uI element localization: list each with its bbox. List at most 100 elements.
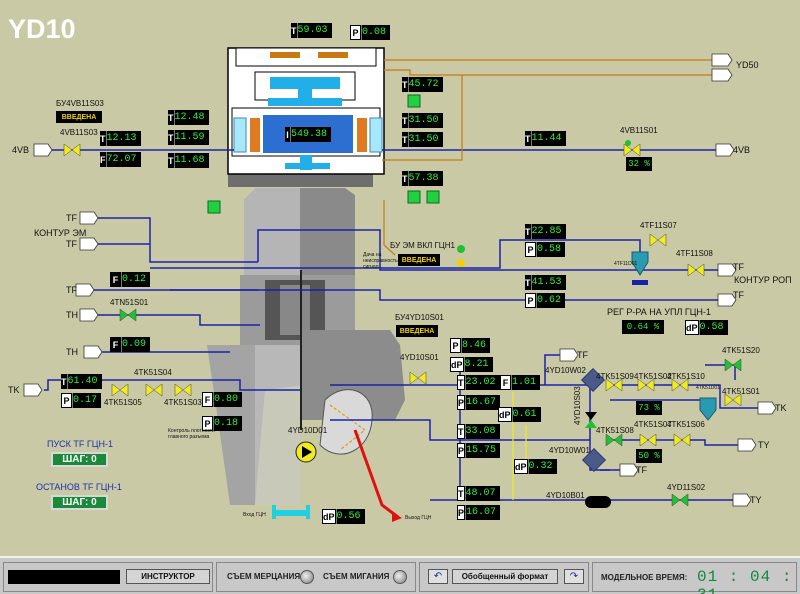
conn-4vb-in	[33, 143, 53, 157]
conn-tf-bottom	[619, 463, 639, 477]
motor-top-brown-r	[318, 52, 348, 58]
label-tf1: TF	[66, 213, 77, 223]
stop-step-button[interactable]: ШАГ: 0	[51, 495, 108, 510]
instructor-button[interactable]: ИНСТРУКТОР	[126, 569, 210, 584]
nav-forward-button[interactable]: ↷	[564, 569, 584, 584]
pipe-tk-in	[44, 379, 300, 391]
conn-ty-right	[737, 438, 757, 452]
value-4vb11s01-pct: 32 %	[626, 157, 652, 171]
valve-4yd10s03-t	[585, 412, 597, 420]
format-button[interactable]: Обобщенный формат	[452, 569, 558, 584]
pipe-orange-down	[382, 75, 463, 161]
pump-column-light	[244, 188, 300, 280]
valve-4tk51s08-l	[605, 433, 615, 447]
label-pump-outlet: Выход ГЦН	[405, 515, 432, 521]
label-4tk51s07: 4TK51S07	[634, 420, 672, 429]
conn-yd50-b	[711, 68, 733, 82]
pump-arrow	[302, 446, 312, 458]
pipe-tf-mid	[257, 229, 640, 271]
pump-volute	[207, 345, 355, 505]
valve-4yd10s01-l	[409, 371, 419, 385]
connectors	[23, 53, 777, 507]
label-stop-tf: ОСТАНОВ TF ГЦН-1	[36, 482, 122, 492]
valve-4tf11s08-l	[687, 263, 697, 277]
pump-inlet-mark-l	[272, 505, 276, 519]
label-4tk51s09: 4TK51S09	[596, 372, 634, 381]
valve-4tk51s08-r	[613, 433, 623, 447]
conn-tf-top	[559, 348, 579, 362]
label-valve-4tn51s01: 4TN51S01	[110, 298, 149, 307]
label-valve-4tk51s04: 4TK51S04	[134, 368, 172, 377]
pipe-hx-lower	[330, 419, 590, 441]
status-lamps	[207, 94, 631, 267]
valve-4tk51s20-r	[732, 358, 742, 372]
lamp-4vb11s01	[625, 140, 631, 146]
label-4yd11s02: 4YD11S02	[667, 483, 706, 492]
valve-4tn51s01-l	[119, 308, 129, 322]
label-yd50: YD50	[736, 60, 759, 70]
label-4yd10s03: 4YD10S03	[573, 386, 582, 425]
start-step-button[interactable]: ШАГ: 0	[51, 452, 108, 467]
pump-bearing-core	[280, 285, 310, 335]
pump-4tk51d01	[699, 397, 717, 421]
valve-4tk51s07-r	[647, 433, 657, 447]
arrow-forward-icon: ↷	[569, 571, 579, 582]
label-bu-em: БУ ЭМ ВКЛ ГЦН1	[390, 241, 455, 250]
label-tf-bottom: TF	[636, 465, 647, 475]
valve-4tk51s02-l	[637, 378, 647, 392]
pipe-tf-top	[150, 239, 641, 269]
lamp-em-green	[457, 245, 465, 253]
label-4tk51s20: 4TK51S20	[722, 346, 760, 355]
flicker-label: СЪЕМ МЕРЦАНИЯ	[227, 572, 301, 581]
status-bu4yd10s01[interactable]: ВВЕДЕНА	[396, 325, 438, 337]
pipe-s20-line	[705, 364, 736, 380]
label-4tk51s08: 4TK51S08	[596, 426, 634, 435]
motor-cooler-l	[233, 117, 247, 153]
label-pump-4yd10d01: 4YD10D01	[288, 426, 328, 435]
motor-top-brown-l	[270, 52, 300, 58]
pipe-yd50-b	[384, 69, 715, 76]
lamp-right-1	[407, 190, 421, 204]
valve-4vb11s03-l	[63, 143, 73, 157]
status-bu-em[interactable]: ВВЕДЕНА	[398, 254, 440, 266]
label-bu4vb11s03: БУ4VB11S03	[56, 99, 104, 108]
label-4tk51s06: 4TK51S06	[667, 420, 705, 429]
hx-w02	[580, 367, 606, 393]
flicker-reset-knob[interactable]	[300, 570, 314, 584]
label-valve-4vb11s03: 4VB11S03	[60, 128, 98, 137]
label-4yd10w02: 4YD10W02	[545, 366, 586, 375]
label-valve-4vb11s01: 4VB11S01	[620, 126, 658, 135]
label-4tk51s02: 4TK51S02	[634, 372, 672, 381]
status-bu4vb11s03[interactable]: ВВЕДЕНА	[56, 111, 102, 123]
label-4vb-out: 4VB	[733, 145, 751, 155]
nav-back-button[interactable]: ↶	[428, 569, 448, 584]
label-valve-4tf11s08: 4TF11S08	[676, 249, 713, 258]
label-pump-inlet: Вход ГЦН	[243, 512, 266, 518]
pump-4tf11d01-base	[632, 280, 648, 285]
valve-4vb11s01-l	[623, 143, 633, 157]
blink-reset-knob[interactable]	[393, 570, 407, 584]
label-kontur-rop: КОНТУР РОП	[734, 275, 792, 285]
motor-unit	[227, 47, 385, 175]
instructor-panel: ИНСТРУКТОР	[3, 562, 213, 592]
label-th2: TH	[66, 347, 78, 357]
conn-th2	[83, 345, 103, 359]
